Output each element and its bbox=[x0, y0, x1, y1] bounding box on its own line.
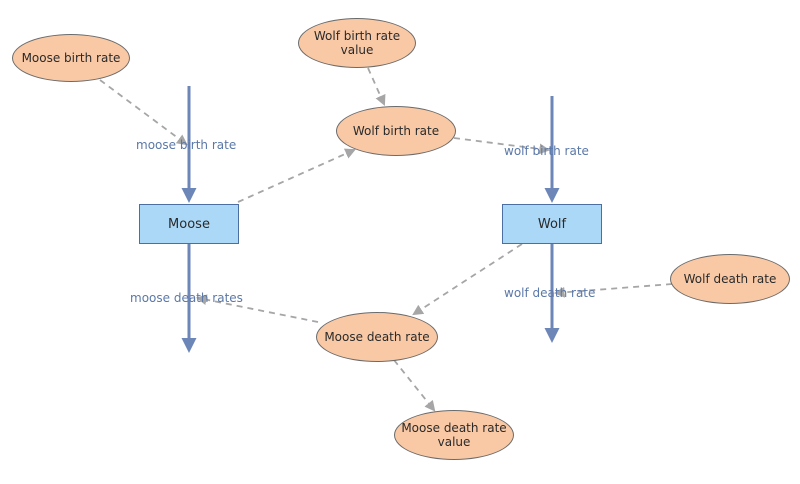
variable-moose-birth-rate[interactable]: Moose birth rate bbox=[12, 34, 130, 82]
link-wolf-to-moose-death-rate[interactable] bbox=[412, 243, 523, 316]
link-moose-to-wolf-birth-rate[interactable] bbox=[237, 148, 356, 203]
variable-wolf-birth-rate-value-label: Wolf birth rate value bbox=[313, 29, 401, 57]
variable-wolf-birth-rate[interactable]: Wolf birth rate bbox=[336, 106, 456, 156]
variable-moose-birth-rate-label: Moose birth rate bbox=[21, 51, 121, 65]
flow-label-moose-death-rates: moose death rates bbox=[130, 291, 243, 305]
variable-wolf-death-rate-label: Wolf death rate bbox=[683, 272, 777, 286]
stock-wolf[interactable]: Wolf bbox=[502, 204, 602, 244]
flow-label-moose-birth-rate: moose birth rate bbox=[136, 138, 237, 152]
flow-label-wolf-birth-rate: wolf birth rate bbox=[504, 144, 589, 158]
link-wolf-birth-rate-to-flow[interactable] bbox=[453, 137, 551, 155]
stock-wolf-label: Wolf bbox=[537, 216, 567, 232]
link-moose-death-rate-to-value[interactable] bbox=[393, 359, 436, 412]
link-moose-birth-rate-to-flow[interactable] bbox=[99, 79, 188, 146]
stock-moose-label: Moose bbox=[168, 216, 210, 232]
variable-moose-death-rate-value[interactable]: Moose death rate value bbox=[394, 410, 514, 460]
link-moose-death-rate-to-flow[interactable] bbox=[195, 294, 319, 323]
variable-moose-death-rate-value-label: Moose death rate value bbox=[401, 421, 507, 449]
variable-wolf-birth-rate-value[interactable]: Wolf birth rate value bbox=[298, 18, 416, 68]
link-wolf-birth-value-to-rate[interactable] bbox=[367, 67, 386, 106]
link-wolf-death-rate-to-flow[interactable] bbox=[553, 283, 673, 298]
flow-label-wolf-death-rate: wolf death rate bbox=[504, 286, 596, 300]
variable-moose-death-rate-label: Moose death rate bbox=[324, 330, 430, 344]
stock-moose[interactable]: Moose bbox=[139, 204, 239, 244]
variable-wolf-birth-rate-label: Wolf birth rate bbox=[352, 124, 440, 138]
variable-wolf-death-rate[interactable]: Wolf death rate bbox=[670, 254, 790, 304]
variable-moose-death-rate[interactable]: Moose death rate bbox=[316, 312, 438, 362]
